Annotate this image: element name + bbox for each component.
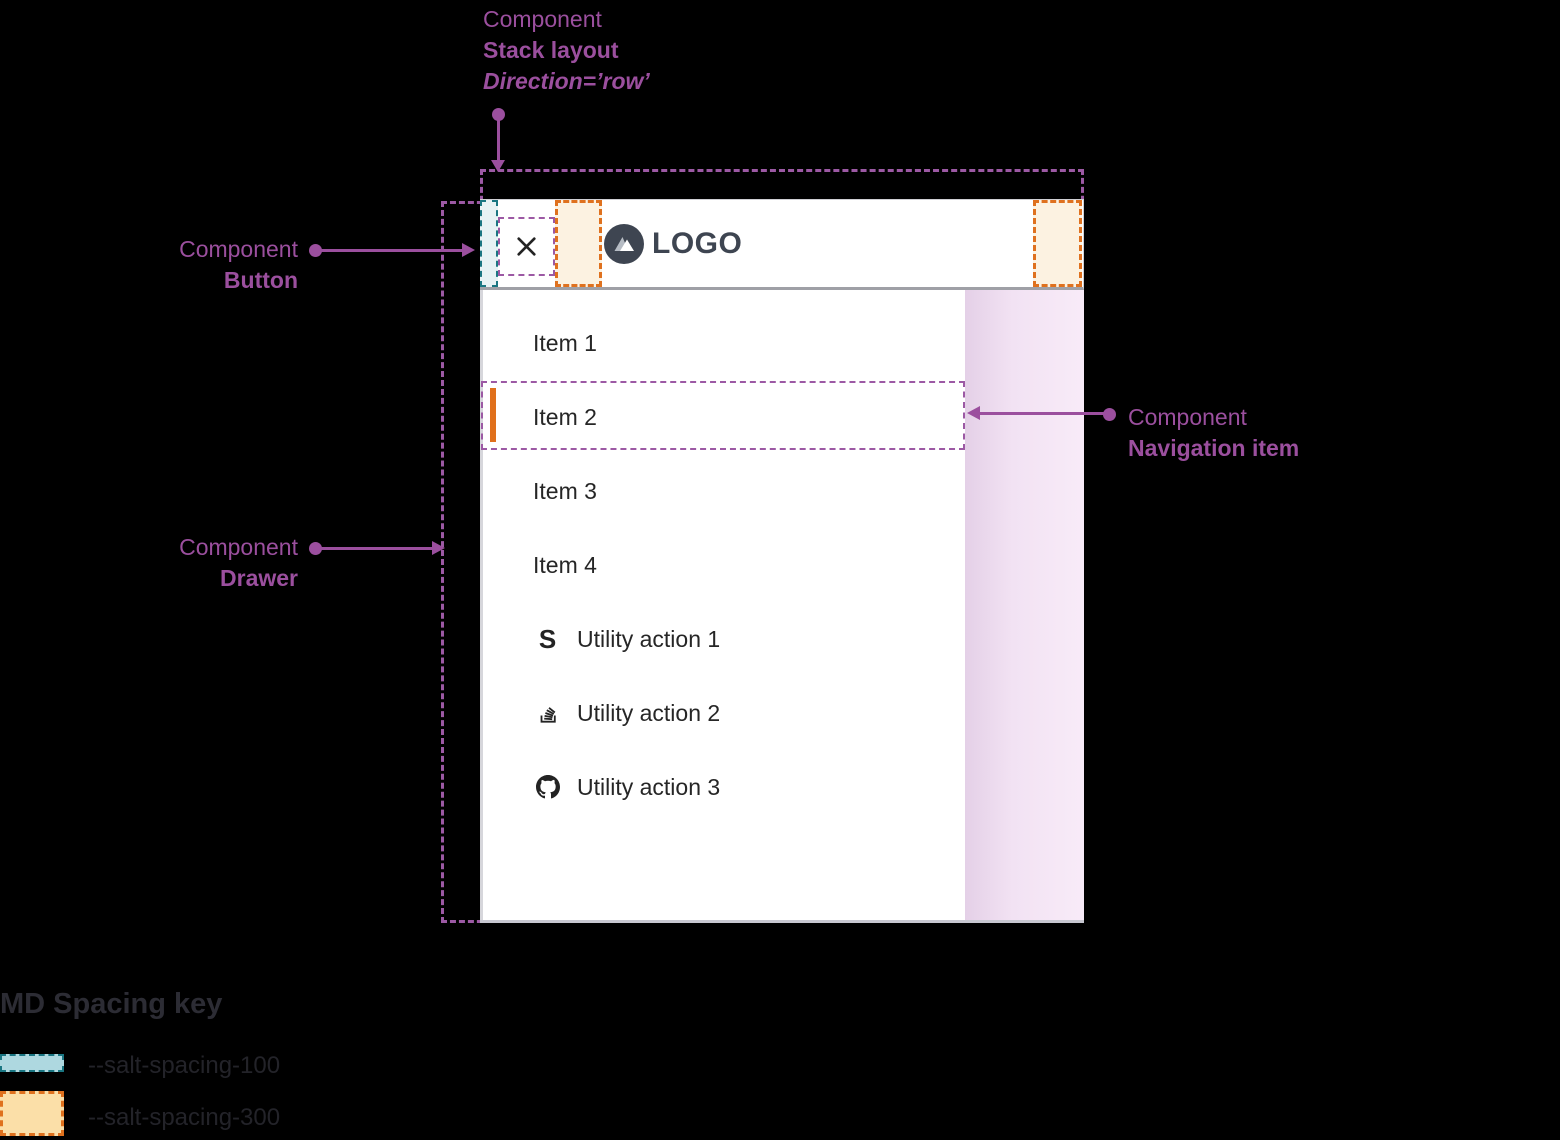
nav-item-label: Item 3 (533, 477, 597, 504)
utility-action-label: Utility action 3 (577, 773, 721, 800)
close-icon (512, 232, 541, 261)
utility-action-2[interactable]: Utility action 2 (483, 676, 965, 750)
nav-item-2-active[interactable]: Item 2 (483, 380, 965, 454)
drawer-header: LOGO (480, 199, 1084, 290)
spacing-key-title: MD Spacing key (0, 988, 223, 1020)
arrow-down-icon (491, 160, 505, 172)
connector-dot (309, 542, 322, 555)
annotation-eyebrow: Component (483, 6, 602, 32)
annotation-title: Navigation item (1128, 435, 1300, 461)
utility-action-label: Utility action 2 (577, 699, 721, 726)
annotation-eyebrow: Component (1128, 404, 1247, 430)
nav-item-3[interactable]: Item 3 (483, 454, 965, 528)
nav-item-label: Item 4 (533, 551, 597, 578)
annotation-eyebrow: Component (179, 534, 298, 560)
logo-text: LOGO (652, 226, 743, 260)
close-button[interactable] (512, 232, 541, 261)
logo-mountain-icon (604, 223, 644, 264)
stack-overflow-icon (535, 701, 560, 725)
nav-item-1[interactable]: Item 1 (483, 306, 965, 380)
spacing-300-label: --salt-spacing-300 (88, 1104, 281, 1131)
drawer-bottom-edge (480, 920, 1084, 923)
annotation-title: Drawer (220, 565, 298, 591)
nav-item-label: Item 2 (533, 403, 597, 430)
spacing-300-guide-left (555, 200, 602, 287)
spacing-100-guide (480, 200, 498, 287)
connector-dot (492, 108, 505, 121)
connector-dot (309, 244, 322, 257)
arrow-left-icon (967, 406, 980, 420)
logo: LOGO (604, 200, 742, 287)
arrow-right-icon (462, 243, 475, 257)
github-icon (535, 775, 560, 799)
s-logo-icon: S (538, 624, 557, 654)
arrow-right-icon (432, 541, 445, 555)
annotation-title: Button (223, 267, 298, 293)
drawer-panel: Item 1 Item 2 Item 3 Item 4 S Utility ac… (480, 290, 965, 920)
utility-action-1[interactable]: S Utility action 1 (483, 602, 965, 676)
connector-line (321, 249, 462, 252)
annotation-stack-layout: Component Stack layout Direction=’row’ (483, 4, 650, 97)
page-background (965, 290, 1084, 920)
connector-dot (1103, 408, 1116, 421)
utility-action-3[interactable]: Utility action 3 (483, 750, 965, 824)
annotation-button: Component Button (60, 234, 298, 296)
nav-item-4[interactable]: Item 4 (483, 528, 965, 602)
utility-action-label: Utility action 1 (577, 625, 721, 652)
annotation-title: Stack layout (483, 37, 619, 63)
connector-line (321, 547, 432, 550)
annotation-drawer: Component Drawer (60, 532, 298, 594)
connector-line (497, 119, 500, 161)
active-item-indicator (490, 388, 496, 442)
connector-line (980, 412, 1105, 415)
spacing-100-swatch (0, 1054, 64, 1072)
spacing-100-label: --salt-spacing-100 (88, 1052, 281, 1079)
annotation-subtitle: Direction=’row’ (483, 68, 650, 94)
annotation-navigation-item: Component Navigation item (1128, 402, 1299, 464)
spacing-300-swatch (0, 1091, 64, 1136)
close-button-boundary (498, 217, 555, 276)
nav-item-label: Item 1 (533, 329, 597, 356)
spacing-300-guide-right (1033, 200, 1082, 287)
annotation-eyebrow: Component (179, 236, 298, 262)
